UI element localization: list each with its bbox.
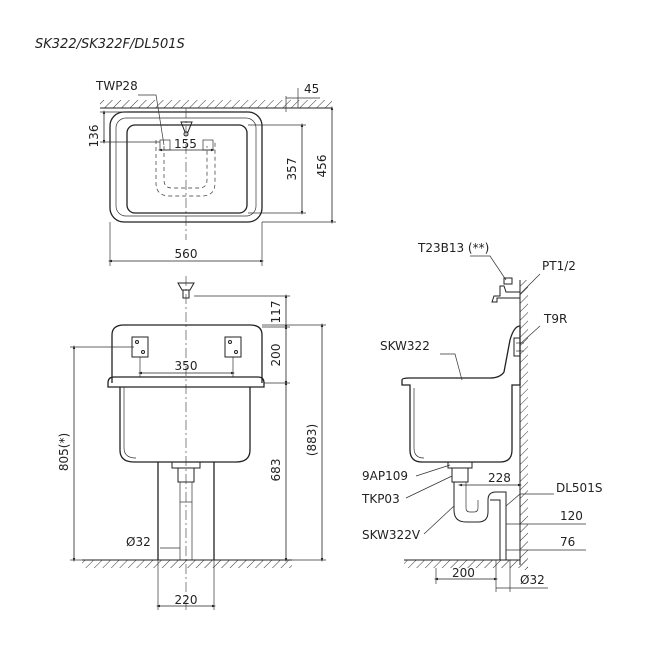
dim-220: 220 [175,593,198,607]
label-tkp03: TKP03 [361,492,400,506]
dim-200-front: 200 [269,344,283,367]
top-view: TWP28 45 136 155 357 456 560 [87,79,336,266]
floor-hatch-side [404,560,528,568]
dim-683: 683 [269,459,283,482]
faucet-front-icon [177,282,195,291]
dim-805: 805(*) [57,433,71,471]
wall-hatch-top [100,100,332,108]
label-t9r: T9R [543,312,567,326]
dim-117: 117 [269,301,283,324]
wall-hatch-side [520,280,528,570]
faucet-side-icon [491,285,521,303]
bracket-right [224,336,242,358]
bowl-front [119,387,251,463]
dim-883: (883) [305,424,319,456]
dim-120: 120 [560,509,583,523]
basin-bowl-top [126,124,248,214]
side-view: T23B13 (**) PT1/2 T9R SKW322 9AP109 TKP0… [361,241,602,592]
dim-45: 45 [304,82,319,96]
dim-228: 228 [488,471,511,485]
bracket-t9r [513,337,521,357]
dim-155: 155 [174,137,197,151]
label-pt12: PT1/2 [542,259,576,273]
dim-diameter-32-side: Ø32 [520,573,545,587]
label-twp28: TWP28 [95,79,138,93]
dim-456: 456 [315,155,329,178]
bracket-left [131,336,149,358]
faucet-top-icon [180,121,193,133]
drawing-title: SK322/SK322F/DL501S [35,37,185,52]
dim-diameter-32-front: Ø32 [126,535,151,549]
dim-200-side: 200 [452,566,475,580]
dim-350: 350 [175,359,198,373]
label-9ap109: 9AP109 [362,469,408,483]
front-view: 117 350 200 683 [57,276,326,612]
dim-560: 560 [175,247,198,261]
dim-76: 76 [560,535,575,549]
label-skw322v: SKW322V [362,528,421,542]
dim-136: 136 [87,125,101,148]
basin-side [401,325,521,463]
label-t23b13: T23B13 (**) [417,241,489,255]
label-dl501s: DL501S [556,481,602,495]
backsplash-front [111,324,263,383]
label-skw322: SKW322 [380,339,430,353]
floor-hatch-front [82,560,292,568]
dim-357: 357 [285,158,299,181]
